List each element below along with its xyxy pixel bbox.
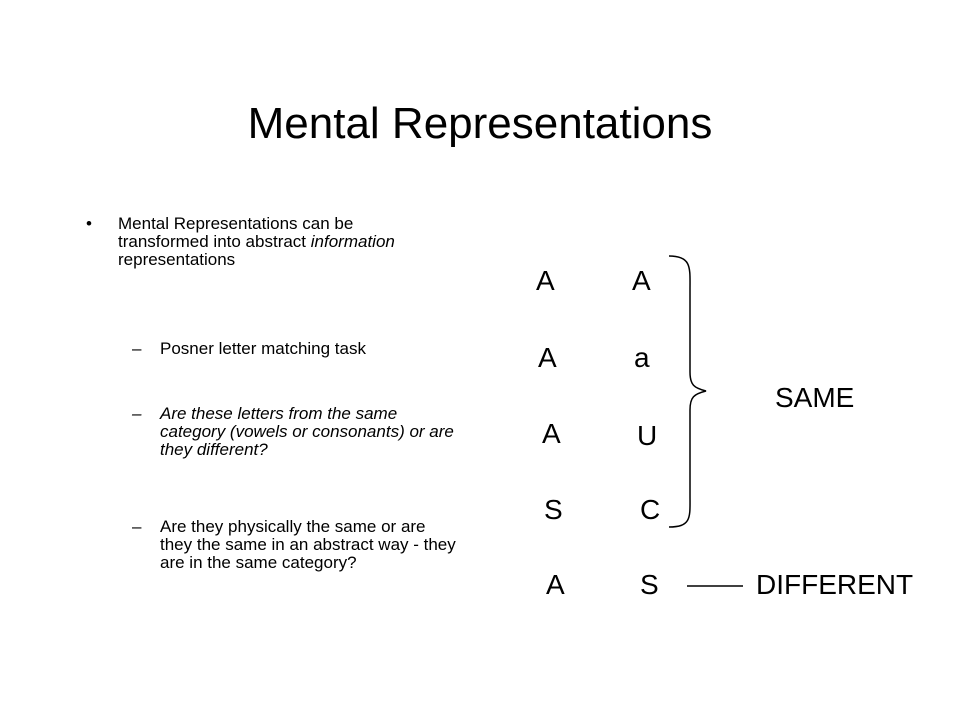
same-curly-brace bbox=[668, 255, 707, 528]
letter-pair-4-left: S bbox=[544, 494, 563, 525]
letter-pair-1-right: A bbox=[632, 265, 651, 296]
letter-pair-3-right: U bbox=[637, 420, 658, 451]
main-bullet-text: Mental Representations can be transforme… bbox=[118, 215, 448, 269]
main-bullet-emphasis: information bbox=[310, 232, 395, 251]
letter-pair-2-right: a bbox=[634, 342, 650, 373]
letter-pair-5-left: A bbox=[546, 569, 565, 600]
sub-bullet-text: Posner letter matching task bbox=[160, 339, 366, 358]
sub-bullet-marker: – bbox=[132, 517, 142, 536]
slide-title: Mental Representations bbox=[247, 99, 713, 148]
sub-bullet-text: Are they physically the same or are they… bbox=[160, 517, 456, 572]
sub-bullet-text: Are these letters from the same category… bbox=[160, 404, 454, 459]
letter-pair-1-left: A bbox=[536, 265, 555, 296]
sub-bullet-marker: – bbox=[132, 404, 142, 423]
letter-pair-5-right: S bbox=[640, 569, 659, 600]
different-label: DIFFERENT bbox=[756, 569, 914, 600]
letter-pair-3-left: A bbox=[542, 418, 561, 449]
main-bullet-text-end: representations bbox=[118, 250, 236, 269]
same-label: SAME bbox=[775, 382, 855, 413]
bullet-marker: • bbox=[86, 214, 92, 233]
sub-bullet-marker: – bbox=[132, 339, 142, 358]
main-bullet-text-start: Mental Representations can be transforme… bbox=[118, 214, 354, 251]
letter-pair-4-right: C bbox=[640, 494, 661, 525]
letter-pair-2-left: A bbox=[538, 342, 557, 373]
